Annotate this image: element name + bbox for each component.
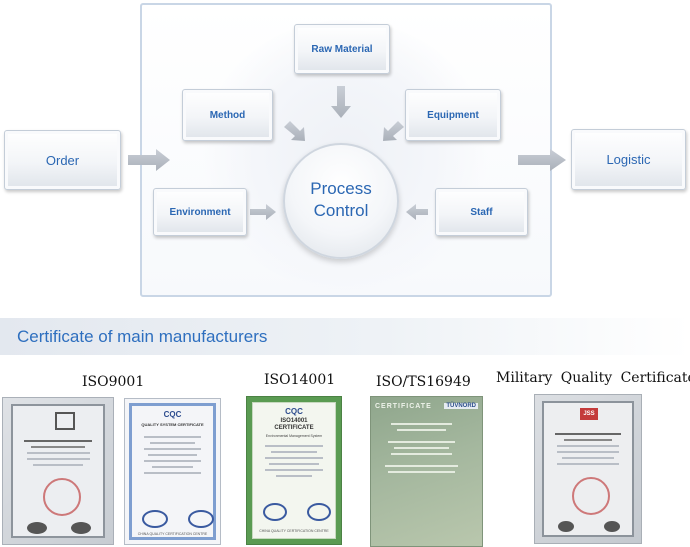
process-control-circle: Process Control <box>283 143 399 259</box>
accreditation-mark-icon <box>263 503 287 521</box>
iso14001-cert-subheading: CERTIFICATE <box>274 425 314 431</box>
arrow-environment-right <box>250 204 276 220</box>
arrow-method-diagonal <box>284 121 305 141</box>
method-box: Method <box>182 89 273 141</box>
iaf-mark-icon <box>604 521 620 532</box>
certificate-emblem-icon <box>55 412 75 430</box>
red-seal-icon <box>43 478 81 516</box>
iso14001-cert-system: Environmental Management System <box>265 434 323 438</box>
iso14001-cert-footer: CHINA QUALITY CERTIFICATION CENTRE <box>259 529 329 533</box>
arrow-order-right <box>128 149 170 171</box>
environment-label: Environment <box>169 206 231 218</box>
order-label: Order <box>45 152 80 168</box>
equipment-label: Equipment <box>427 109 479 121</box>
iso9001-cert-footer: CHINA QUALITY CERTIFICATION CENTRE <box>137 532 208 536</box>
iso14001-label: ISO14001 <box>264 372 336 388</box>
diagram-arrows <box>128 86 566 220</box>
ts16949-cert-heading: CERTIFICATE <box>375 403 432 410</box>
arrow-raw-material-down <box>331 86 351 118</box>
iso9001-certificate-image: CQC QUALITY SYSTEM CERTIFICATE CHINA QUA… <box>124 398 221 545</box>
iso14001-cert-heading: ISO14001 <box>280 418 308 424</box>
military-certificate-image: JSS <box>534 394 642 544</box>
staff-box: Staff <box>435 188 528 236</box>
logistic-label: Logistic <box>606 152 651 167</box>
method-label: Method <box>209 109 246 121</box>
logistic-box: Logistic <box>571 129 686 190</box>
military-label: Military Quality Certificate <box>496 370 690 386</box>
arrow-staff-left <box>406 204 428 220</box>
process-label: Process <box>310 179 372 198</box>
isots16949-certificate-image: CERTIFICATE TÜVNORD <box>370 396 483 547</box>
iso9001-chinese-certificate-image <box>2 397 114 545</box>
tuv-nord-logo: TÜVNORD <box>444 403 478 409</box>
raw-material-label: Raw Material <box>311 43 373 55</box>
cqc-logo: CQC <box>285 407 303 416</box>
raw-material-box: Raw Material <box>294 24 390 74</box>
process-control-label: Process Control <box>285 178 397 222</box>
certificate-header-bar: Certificate of main manufacturers <box>0 318 690 355</box>
iso9001-label: ISO9001 <box>82 374 145 390</box>
environment-box: Environment <box>153 188 247 236</box>
arrow-logistic-right <box>518 149 566 171</box>
jss-logo: JSS <box>580 408 598 420</box>
certificate-section-title: Certificate of main manufacturers <box>17 327 268 346</box>
staff-label: Staff <box>470 206 493 218</box>
accreditation-mark-icon <box>558 521 574 532</box>
iaf-mark-icon <box>71 522 91 534</box>
arrow-equipment-diagonal <box>383 121 404 141</box>
accreditation-mark-icon <box>27 522 47 534</box>
control-label: Control <box>313 201 369 220</box>
cqc-logo: CQC <box>163 410 182 419</box>
iaf-mark-icon <box>188 510 214 528</box>
iso14001-certificate-image: CQC ISO14001 CERTIFICATE Environmental M… <box>246 396 342 545</box>
equipment-box: Equipment <box>405 89 501 141</box>
accreditation-mark-icon <box>142 510 168 528</box>
red-seal-icon <box>572 477 610 515</box>
iso9001-cert-heading: QUALITY SYSTEM CERTIFICATE <box>141 422 204 427</box>
order-box: Order <box>4 130 121 190</box>
isots16949-label: ISO/TS16949 <box>376 374 471 390</box>
iaf-mark-icon <box>307 503 331 521</box>
